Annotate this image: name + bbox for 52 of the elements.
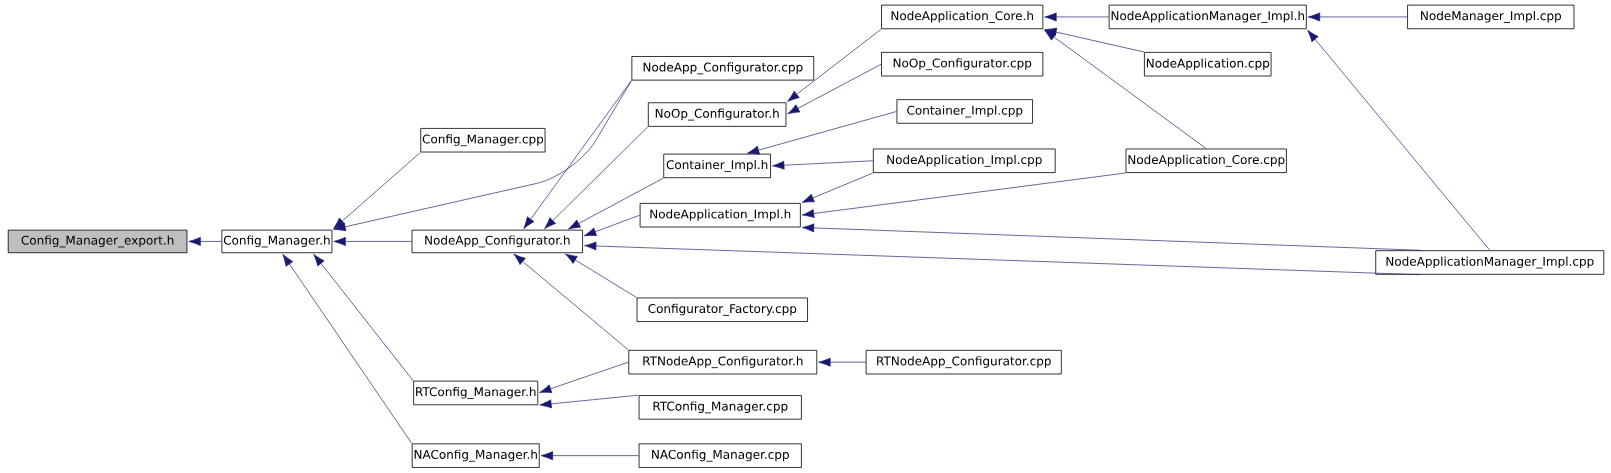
file-box: NAConfig_Manager.cpp: [638, 443, 802, 468]
arrow: [584, 214, 641, 237]
file-box: NodeApplication_Core.cpp: [1125, 148, 1287, 173]
arrow: [584, 241, 1421, 276]
arrow: [333, 237, 412, 246]
file-box: Config_Manager.h: [221, 229, 333, 254]
arrow: [801, 172, 874, 203]
arrow: [772, 160, 874, 170]
arrow: [523, 80, 632, 229]
arrow: [539, 361, 629, 393]
file-box: NoOp_Configurator.h: [647, 102, 787, 127]
file-box: NodeApp_Configurator.cpp: [631, 56, 815, 81]
arrow: [1044, 27, 1145, 53]
file-box: NodeManager_Impl.cpp: [1407, 4, 1575, 30]
arrow: [787, 28, 882, 102]
file-box: Config_Manager_export.h: [7, 229, 188, 254]
arrow: [801, 223, 1421, 251]
arrow: [540, 451, 639, 461]
arrow: [282, 254, 413, 444]
arrow: [513, 253, 629, 351]
file-box: NodeApplication_Impl.cpp: [872, 148, 1056, 173]
arrow: [188, 237, 222, 246]
file-box: RTNodeApp_Configurator.h: [628, 349, 818, 375]
file-box: Configurator_Factory.cpp: [636, 297, 808, 322]
arrow: [1307, 12, 1408, 22]
arrow: [747, 111, 897, 155]
arrow: [818, 357, 867, 367]
file-box: RTConfig_Manager.h: [413, 380, 539, 406]
file-box: NAConfig_Manager.h: [411, 443, 540, 468]
file-box: NoOp_Configurator.cpp: [881, 52, 1044, 77]
arrow: [568, 177, 664, 230]
arrow: [801, 172, 1126, 218]
arrow: [313, 253, 414, 382]
file-box: NodeApplication_Core.h: [881, 4, 1044, 30]
file-box: Container_Impl.cpp: [896, 99, 1033, 124]
arrow: [539, 394, 639, 409]
file-box: RTNodeApp_Configurator.cpp: [865, 349, 1062, 375]
arrow: [1044, 12, 1110, 22]
file-box: NodeApplication_Impl.h: [639, 203, 801, 228]
file-box: NodeApplicationManager_Impl.h: [1108, 4, 1307, 30]
file-box: NodeApplicationManager_Impl.cpp: [1375, 250, 1605, 275]
file-box: RTConfig_Manager.cpp: [638, 395, 802, 420]
arrow: [544, 126, 649, 230]
file-box: Container_Impl.h: [663, 153, 771, 179]
file-box: Config_Manager.cpp: [420, 128, 546, 153]
file-box: NodeApplication.cpp: [1144, 52, 1272, 77]
arrow: [1044, 29, 1207, 149]
arrow: [333, 152, 421, 230]
arrow: [564, 253, 637, 298]
arrow: [787, 63, 882, 115]
file-box: NodeApp_Configurator.h: [411, 229, 583, 254]
arrow: [1307, 29, 1491, 251]
